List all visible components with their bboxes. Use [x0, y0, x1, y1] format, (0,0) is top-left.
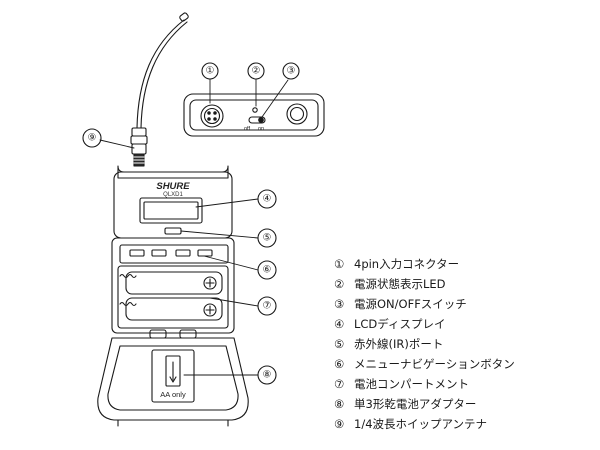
menu-button [151, 249, 167, 257]
callout-6: ⑥ [263, 265, 272, 276]
callout-3: ③ [287, 66, 296, 77]
menu-button-strip [119, 244, 229, 264]
leader-lines [99, 78, 289, 376]
callout-circles [82, 62, 300, 385]
callout-5: ⑤ [263, 233, 272, 244]
antenna [130, 12, 189, 167]
menu-button [129, 249, 145, 257]
input-connector [200, 104, 224, 128]
input-connector-ring [203, 107, 221, 125]
battery-adapter [151, 349, 195, 403]
switch-on-label: on [258, 126, 264, 132]
callout-9-circle [82, 128, 102, 148]
callout-4: ④ [263, 194, 272, 205]
antenna-whip [136, 19, 185, 129]
door-outer [97, 337, 249, 421]
callout-7: ⑦ [263, 301, 272, 312]
door-inner [107, 345, 239, 411]
callout-6-circle [257, 260, 277, 280]
switch-off-label: off [244, 126, 250, 132]
callout-1: ① [206, 66, 215, 77]
callout-2: ② [252, 66, 261, 77]
callout-1-circle [201, 62, 219, 80]
model-label: QLXD1 [163, 192, 183, 198]
battery-adapter-label: AA only [160, 390, 186, 399]
callout-9: ⑨ [88, 133, 97, 144]
callout-3-circle [282, 62, 300, 80]
power-switch [248, 116, 266, 124]
battery-lower [125, 297, 223, 321]
antenna-socket [286, 103, 308, 125]
antenna-tip [179, 12, 189, 22]
top-view-inner [189, 99, 319, 131]
callout-2-circle [247, 62, 265, 80]
callout-8-circle [257, 365, 277, 385]
lcd-display [139, 197, 203, 224]
menu-button [197, 249, 213, 257]
callout-4-circle [257, 189, 277, 209]
callout-8: ⑧ [263, 370, 272, 381]
ir-port [164, 227, 182, 235]
body-lower-frame [111, 237, 235, 334]
brand-logo: SHURE [156, 181, 190, 192]
transmitter-body [111, 165, 235, 339]
top-view [183, 93, 325, 137]
battery-upper [125, 271, 223, 295]
battery-compartment [117, 265, 229, 329]
callout-5-circle [257, 228, 277, 248]
menu-button [175, 249, 191, 257]
battery-door [97, 337, 249, 427]
antenna-collar [131, 127, 147, 137]
top-view-body [183, 93, 325, 137]
callout-7-circle [257, 296, 277, 316]
power-led [252, 107, 258, 113]
